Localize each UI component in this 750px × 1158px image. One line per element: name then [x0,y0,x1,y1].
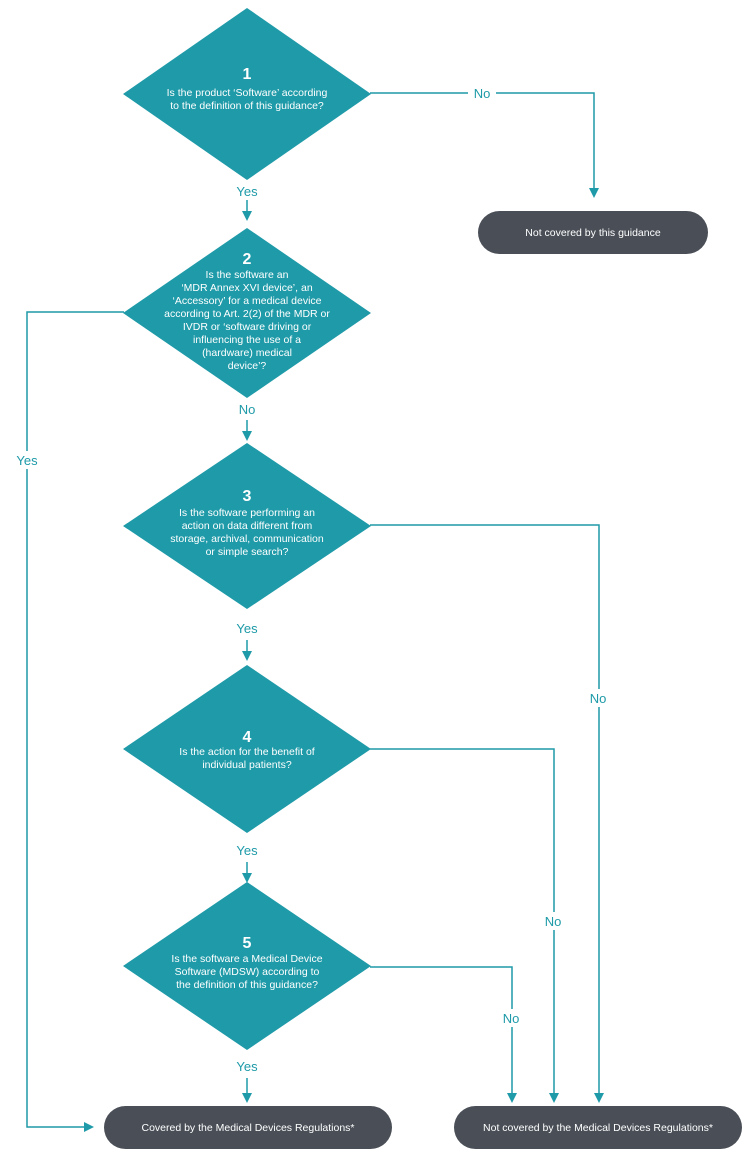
q3-line: action on data different from [182,520,313,532]
edge-label-q3-no: No [590,691,607,706]
q3-line: Is the software performing an [179,507,315,519]
q5-number: 5 [243,935,252,952]
diamond-q5 [123,882,371,1050]
edge-label-q1-yes: Yes [236,184,258,199]
diamond-q1 [123,8,371,180]
q1-line: Is the product ‘Software’ according [167,87,328,99]
connectors [26,92,604,1132]
q5-line: Is the software a Medical Device [171,953,322,965]
q3-line: storage, archival, communication [170,533,324,545]
q2-line: Is the software an [206,269,289,281]
edge-label-q3-yes: Yes [236,621,258,636]
q2-line: ‘MDR Annex XVI device’, an [181,282,312,294]
edge-label-q5-no: No [503,1011,520,1026]
q5-line: Software (MDSW) according to [175,966,320,978]
q4-line: individual patients? [202,759,291,771]
terminal-not-covered [454,1106,742,1149]
edge-q4-no [370,748,559,1103]
edge-q1-no [370,92,599,198]
terminal-covered-label: Covered by the Medical Devices Regulatio… [141,1122,354,1134]
q1-number: 1 [243,66,252,83]
edge-label-q5-yes: Yes [236,1059,258,1074]
q2-line: influencing the use of a [193,334,301,346]
q2-line: according to Art. 2(2) of the MDR or [164,308,330,320]
q2-line: (hardware) medical [202,347,292,359]
edge-label-q2-no: No [239,402,256,417]
q2-line: device’? [228,360,267,372]
q2-line: ‘Accessory’ for a medical device [173,295,322,307]
edge-label-q4-no: No [545,914,562,929]
diamond-q3 [123,443,371,609]
terminal-not-guidance [478,211,708,254]
edge-label-q2-yes: Yes [16,453,38,468]
diamond-q2 [123,228,371,398]
terminal-covered [104,1106,392,1149]
q1-line: to the definition of this guidance? [170,100,324,112]
q5-line: the definition of this guidance? [176,979,318,991]
edge-label-q4-yes: Yes [236,843,258,858]
q4-number: 4 [243,729,252,746]
edge-q5-no [370,966,517,1103]
q2-number: 2 [243,251,252,268]
q3-number: 3 [243,488,252,505]
terminal-not-guidance-label: Not covered by this guidance [525,227,661,239]
edge-q2-yes [26,311,124,1132]
terminal-not-covered-label: Not covered by the Medical Devices Regul… [483,1122,713,1134]
q4-line: Is the action for the benefit of [179,746,315,758]
diamond-q4 [123,665,371,833]
q2-line: IVDR or ‘software driving or [183,321,312,333]
edge-label-q1-no: No [474,86,491,101]
edge-q3-no [370,524,604,1103]
q3-line: or simple search? [206,546,289,558]
